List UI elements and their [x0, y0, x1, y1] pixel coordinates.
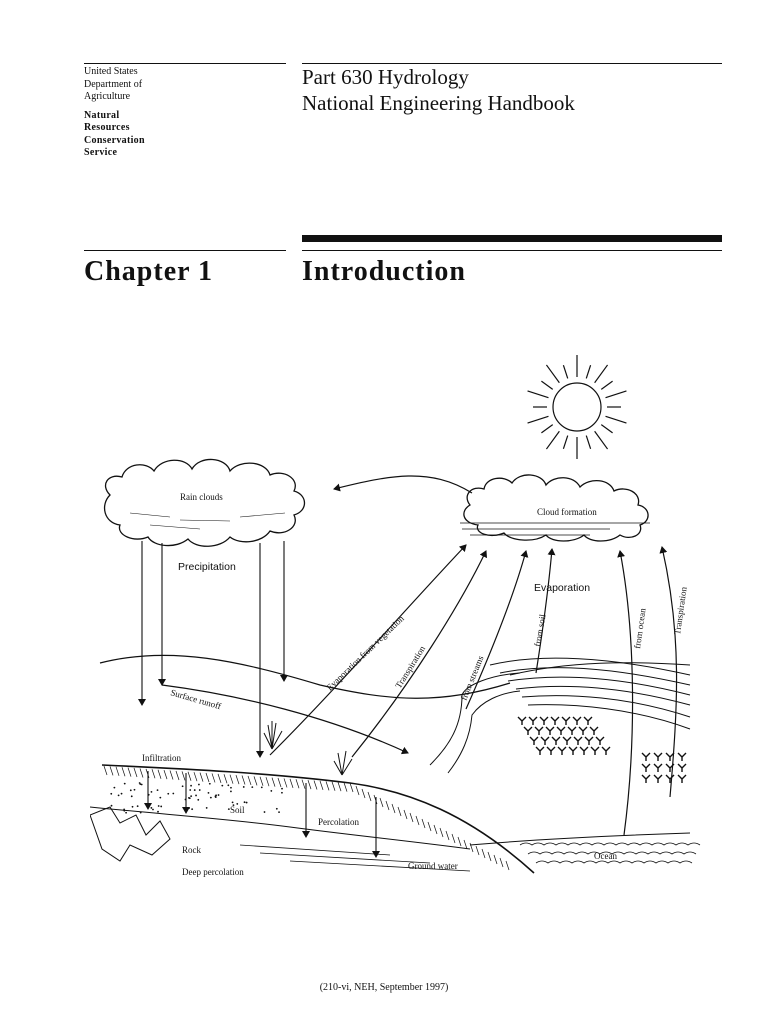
label-from-ocean: from ocean: [632, 607, 648, 649]
org-block: Natural Resources Conservation Service: [84, 110, 145, 160]
stream-lines: [429, 657, 691, 774]
vegetation-icon: [263, 721, 353, 776]
infiltration-arrows: [144, 771, 380, 858]
label-deep-percolation: Deep percolation: [182, 867, 244, 877]
sun-icon: [527, 355, 627, 459]
chapter-title: Introduction: [302, 256, 466, 287]
handbook-title-line-2: National Engineering Handbook: [302, 91, 575, 115]
ocean-waves: [519, 842, 701, 864]
agency-line-2: Department of: [84, 78, 143, 90]
soil-boundary: [90, 806, 471, 850]
label-transpiration-right: Transpiration: [672, 586, 689, 636]
agency-line-3: Agriculture: [84, 91, 131, 102]
org-line-4: Service: [84, 147, 118, 158]
label-infiltration: Infiltration: [142, 753, 181, 763]
label-from-soil: from soil: [532, 613, 548, 647]
agency-line-1: United States: [84, 66, 138, 77]
chapter-thick-rule: [302, 235, 722, 242]
label-ground-water: Ground water: [408, 861, 458, 871]
cloud-transport-arrow: [333, 475, 473, 494]
label-transpiration-left: Transpiration: [393, 643, 427, 690]
formation-cloud-lines: [460, 522, 650, 536]
header-rule-left: [84, 63, 286, 64]
forest-icons: [517, 716, 687, 783]
label-soil: Soil: [230, 805, 245, 815]
label-rain-clouds: Rain clouds: [180, 492, 223, 502]
org-line-2: Resources: [84, 122, 130, 133]
handbook-title-line-1: Part 630 Hydrology: [302, 65, 469, 89]
org-line-1: Natural: [84, 109, 120, 121]
surface-runoff-arrow: [161, 684, 409, 755]
label-evap-vegetation: Evaporation from vegetation: [324, 613, 406, 692]
label-percolation: Percolation: [318, 817, 359, 827]
label-cloud-formation: Cloud formation: [537, 507, 597, 517]
evaporation-arrows: [269, 544, 678, 836]
chapter-rule-left: [84, 250, 286, 251]
chapter-rule-right: [302, 250, 722, 251]
horizon-line: [99, 654, 511, 699]
rain-cloud-texture: [129, 512, 286, 530]
label-ocean: Ocean: [594, 851, 617, 861]
rain-cloud-shape: [103, 458, 306, 547]
label-precipitation: Precipitation: [178, 561, 236, 573]
chapter-number: Chapter 1: [84, 256, 214, 287]
far-horizon-line: [509, 662, 691, 676]
label-evaporation: Evaporation: [534, 582, 590, 594]
ocean-shore: [469, 832, 691, 846]
label-surface-runoff: Surface runoff: [169, 687, 222, 711]
soil-dots: [110, 782, 283, 814]
footer-citation: (210-vi, NEH, September 1997): [319, 982, 449, 993]
handbook-title-block: Part 630 Hydrology National Engineering …: [302, 64, 575, 116]
ground-water-lines: [239, 844, 471, 872]
agency-block: United States Department of Agriculture …: [84, 66, 145, 160]
hydrologic-cycle-diagram: Rain clouds Cloud formation Precipitatio…: [90, 355, 701, 877]
precipitation-arrows: [138, 541, 288, 758]
ground-surface: [101, 764, 535, 874]
org-line-3: Conservation: [84, 134, 145, 146]
rock-layer: [90, 806, 171, 862]
label-rock: Rock: [182, 845, 201, 855]
header-rule-right: [302, 63, 722, 64]
